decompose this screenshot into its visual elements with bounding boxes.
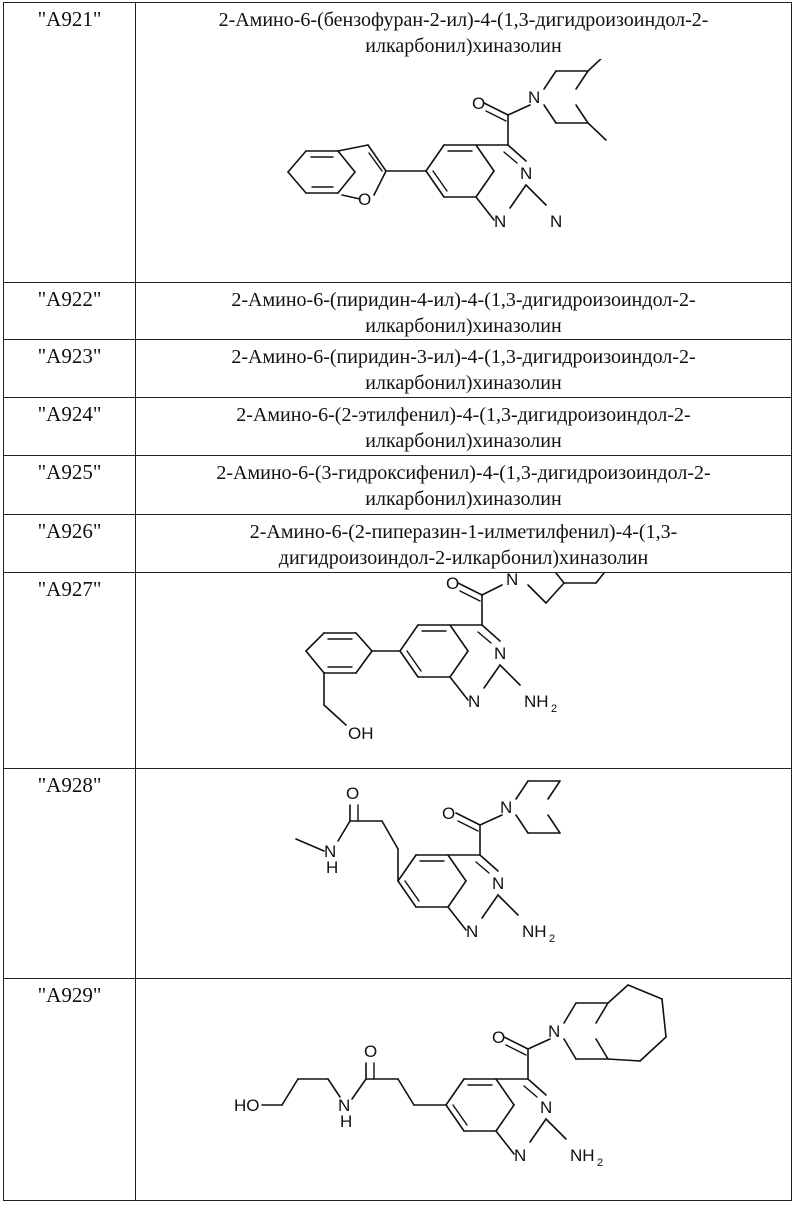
compound-id: "A929"	[4, 979, 136, 1201]
compound-id: "A924"	[4, 398, 136, 456]
structure-a921: O N O N N N	[136, 59, 786, 281]
compound-cell: 2-Амино-6-(пиридин-3-ил)-4-(1,3-дигидрои…	[136, 340, 792, 398]
compound-name-line: илкарбонил)хиназолин	[365, 488, 561, 510]
table-row: "A928"	[4, 769, 792, 979]
structure-a928: O N H O N N N NH 2	[136, 769, 786, 975]
atom-label: N	[500, 798, 512, 817]
atom-label: N	[494, 644, 506, 663]
compound-name: 2-Амино-6-(2-этилфенил)-4-(1,3-дигидроиз…	[136, 398, 791, 454]
compound-cell: 2-Амино-6-(2-пиперазин-1-илметилфенил)-4…	[136, 515, 792, 573]
compound-cell: 2-Амино-6-(бензофуран-2-ил)-4-(1,3-дигид…	[136, 3, 792, 283]
compound-name-line: 2-Амино-6-(2-пиперазин-1-илметилфенил)-4…	[250, 521, 677, 543]
atom-label: NH	[524, 692, 549, 711]
compound-id: "A925"	[4, 456, 136, 515]
atom-subscript: 2	[549, 933, 555, 945]
atom-label: N	[506, 573, 518, 589]
table-row: "A921" 2-Амино-6-(бензофуран-2-ил)-4-(1,…	[4, 3, 792, 283]
table-row: "A927"	[4, 573, 792, 769]
compound-id: "A921"	[4, 3, 136, 283]
compound-name-line: илкарбонил)хиназолин	[365, 315, 561, 337]
atom-label: O	[358, 190, 371, 209]
atom-label: N	[528, 88, 540, 107]
compound-name-line: илкарбонил)хиназолин	[365, 430, 561, 452]
atom-label: O	[492, 1028, 505, 1047]
compound-cell: O N H O N N N NH 2	[136, 769, 792, 979]
atom-label: O	[442, 804, 455, 823]
atom-label: N	[492, 874, 504, 893]
atom-label: N	[494, 212, 506, 231]
atom-label: O	[364, 1042, 377, 1061]
structure-bonds	[262, 985, 666, 1154]
compound-cell: 2-Амино-6-(2-этилфенил)-4-(1,3-дигидроиз…	[136, 398, 792, 456]
atom-label: H	[340, 1112, 352, 1131]
compound-id: "A928"	[4, 769, 136, 979]
compound-name: 2-Амино-6-(3-гидроксифенил)-4-(1,3-дигид…	[136, 456, 791, 512]
atom-subscript: 2	[551, 703, 557, 715]
compound-cell: O N HO O N H N N NH 2	[136, 979, 792, 1201]
atom-label: O	[446, 574, 459, 593]
compound-id: "A926"	[4, 515, 136, 573]
atom-label: NH	[522, 922, 547, 941]
compound-name-line: 2-Амино-6-(пиридин-3-ил)-4-(1,3-дигидрои…	[231, 346, 695, 368]
table-row: "A925" 2-Амино-6-(3-гидроксифенил)-4-(1,…	[4, 456, 792, 515]
compound-id: "A923"	[4, 340, 136, 398]
atom-label: H	[326, 858, 338, 877]
compound-name-line: 2-Амино-6-(3-гидроксифенил)-4-(1,3-дигид…	[216, 462, 710, 484]
table-row: "A923" 2-Амино-6-(пиридин-3-ил)-4-(1,3-д…	[4, 340, 792, 398]
structure-bonds	[306, 573, 612, 725]
atom-label: N	[540, 1098, 552, 1117]
structure-a927: O N N N OH NH 2	[136, 573, 786, 765]
structure-a929: O N HO O N H N N NH 2	[136, 979, 786, 1197]
atom-label: N	[466, 922, 478, 941]
compound-name-line: дигидроизоиндол-2-илкарбонил)хиназолин	[279, 547, 648, 569]
table-row: "A922" 2-Амино-6-(пиридин-4-ил)-4-(1,3-д…	[4, 283, 792, 340]
compound-name: 2-Амино-6-(бензофуран-2-ил)-4-(1,3-дигид…	[136, 3, 791, 59]
table-row: "A929"	[4, 979, 792, 1201]
atom-label: N	[548, 1022, 560, 1041]
atom-label: O	[472, 94, 485, 113]
table-row: "A924" 2-Амино-6-(2-этилфенил)-4-(1,3-ди…	[4, 398, 792, 456]
compound-name-line: илкарбонил)хиназолин	[365, 35, 561, 57]
structure-bonds	[288, 59, 606, 220]
atom-subscript: 2	[597, 1157, 603, 1169]
table-row: "A926" 2-Амино-6-(2-пиперазин-1-илметилф…	[4, 515, 792, 573]
atom-label: OH	[348, 724, 374, 743]
atom-label: N	[468, 692, 480, 711]
compound-cell: O N N N OH NH 2	[136, 573, 792, 769]
compound-name: 2-Амино-6-(пиридин-3-ил)-4-(1,3-дигидрои…	[136, 340, 791, 396]
atom-label: NH	[570, 1146, 595, 1165]
compound-name: 2-Амино-6-(2-пиперазин-1-илметилфенил)-4…	[136, 515, 791, 571]
compound-name-line: 2-Амино-6-(пиридин-4-ил)-4-(1,3-дигидрои…	[231, 289, 695, 311]
compound-id: "A922"	[4, 283, 136, 340]
atom-label: O	[346, 784, 359, 803]
compound-table: "A921" 2-Амино-6-(бензофуран-2-ил)-4-(1,…	[3, 2, 792, 1201]
compound-cell: 2-Амино-6-(3-гидроксифенил)-4-(1,3-дигид…	[136, 456, 792, 515]
atom-label: N	[550, 212, 562, 231]
compound-id: "A927"	[4, 573, 136, 769]
atom-label: N	[514, 1146, 526, 1165]
atom-label: N	[520, 164, 532, 183]
compound-name-line: илкарбонил)хиназолин	[365, 372, 561, 394]
compound-cell: 2-Амино-6-(пиридин-4-ил)-4-(1,3-дигидрои…	[136, 283, 792, 340]
atom-label: HO	[234, 1096, 260, 1115]
compound-name-line: 2-Амино-6-(2-этилфенил)-4-(1,3-дигидроиз…	[236, 404, 690, 426]
compound-name-line: 2-Амино-6-(бензофуран-2-ил)-4-(1,3-дигид…	[219, 9, 709, 31]
compound-name: 2-Амино-6-(пиридин-4-ил)-4-(1,3-дигидрои…	[136, 283, 791, 339]
